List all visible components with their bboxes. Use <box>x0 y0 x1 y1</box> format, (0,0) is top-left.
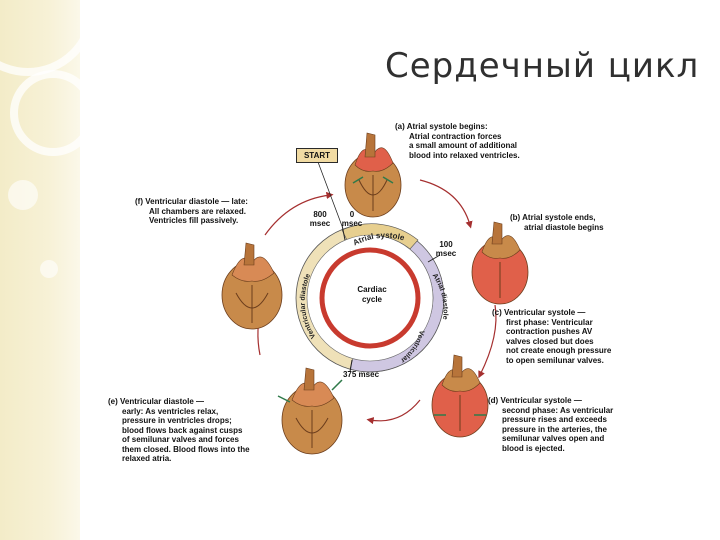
heart-e <box>277 367 343 455</box>
cycle-ring <box>295 223 445 373</box>
stage-a-tag: (a) <box>395 122 405 131</box>
stage-e-label: (e) Ventricular diastole — early: As ven… <box>108 397 250 464</box>
heart-d <box>430 381 490 449</box>
heart-f <box>221 242 283 330</box>
decor-ring <box>10 70 80 156</box>
arrow-e-to-f <box>264 191 334 236</box>
time-375-label: 375 msec <box>342 370 380 379</box>
cycle-arrows <box>257 179 497 425</box>
tick-100 <box>427 254 441 263</box>
stage-b-title: Atrial systole ends, <box>522 213 596 222</box>
stage-f-label: (f) Ventricular diastole — late: All cha… <box>135 197 248 226</box>
arrow-b-to-c <box>478 304 497 379</box>
stage-a-label: (a) Atrial systole begins: Atrial contra… <box>395 122 520 160</box>
time-0-label: 0 msec <box>341 210 363 228</box>
time-800-label: 800 msec <box>309 210 331 228</box>
stage-f-body: All chambers are relaxed. Ventricles fil… <box>149 206 246 226</box>
stage-f-title: Ventricular diastole — late: <box>145 197 248 206</box>
slide-title: Сердечный цикл <box>385 46 700 86</box>
tick-375 <box>349 359 353 373</box>
stage-c-tag: (c) <box>492 308 502 317</box>
heart-c <box>431 354 489 438</box>
stage-e-title: Ventricular diastole — <box>120 397 205 406</box>
start-pointer <box>317 161 343 227</box>
stage-d-title: Ventricular systole — <box>500 396 582 405</box>
stage-a-body: Atrial contraction forces a small amount… <box>409 131 520 160</box>
stage-c-body: first phase: Ventricular contraction pus… <box>506 317 612 365</box>
heart-b <box>471 221 529 305</box>
timing-ticks <box>341 224 441 373</box>
stage-e-tag: (e) <box>108 397 118 406</box>
arrow-a-to-b <box>419 179 473 229</box>
stage-b-label: (b) Atrial systole ends, atrial diastole… <box>510 213 604 232</box>
decorative-side-strip <box>0 0 80 540</box>
decor-dot <box>8 180 38 210</box>
tick-0 <box>341 224 346 241</box>
stage-a-title: Atrial systole begins: <box>406 122 488 131</box>
stage-e-body: early: As ventricles relax, pressure in … <box>122 406 250 464</box>
stage-c-label: (c) Ventricular systole — first phase: V… <box>492 308 611 365</box>
stage-b-tag: (b) <box>510 213 521 222</box>
heart-a <box>344 132 402 218</box>
stage-f-tag: (f) <box>135 197 143 206</box>
decor-dot <box>40 260 58 278</box>
stage-b-body: atrial diastole begins <box>524 222 604 232</box>
stage-c-title: Ventricular systole — <box>504 308 586 317</box>
arrow-c-to-d <box>366 399 421 425</box>
time-100-label: 100 msec <box>435 240 457 258</box>
stage-d-label: (d) Ventricular systole — second phase: … <box>488 396 613 453</box>
start-label: START <box>296 148 338 163</box>
center-label: Cardiac cycle <box>357 285 387 304</box>
stage-d-body: second phase: As ventricular pressure ri… <box>502 405 614 453</box>
stage-d-tag: (d) <box>488 396 499 405</box>
